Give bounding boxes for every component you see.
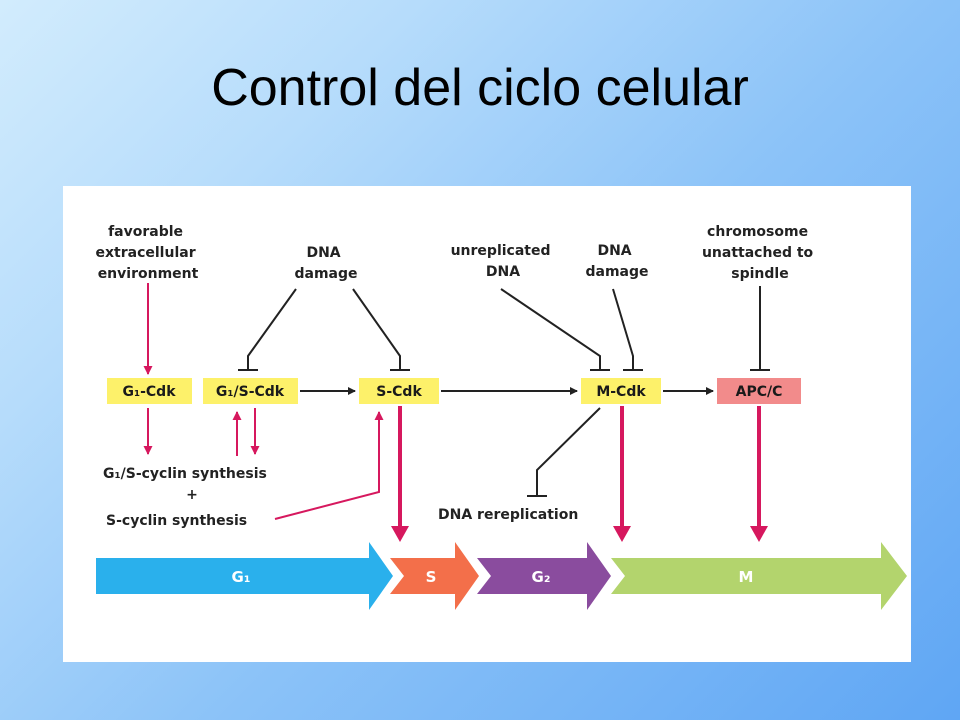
m-cdk-label: M-Cdk (596, 384, 646, 400)
inhibit-g1s-cdk (247, 288, 297, 370)
m-cdk-box (581, 378, 661, 404)
dna-rereplication-label: DNA rereplication (438, 507, 578, 523)
synthesis-arrows (143, 408, 384, 520)
apc-c-label: APC/C (736, 384, 783, 400)
phase-m-arrow (611, 542, 907, 610)
plus-label: + (186, 487, 198, 503)
signal-unreplicated-dna: unreplicated DNA (451, 243, 556, 280)
signal-dna-damage-2: DNA damage (585, 243, 648, 280)
g1s-cdk-box (203, 378, 298, 404)
inhibit-m-cdk-damage (612, 288, 634, 370)
diagram-canvas: favorable extracellular environment DNA … (96, 224, 907, 610)
g1s-cdk-label: G₁/S-Cdk (216, 384, 285, 400)
signal-chromosome-unattached: chromosome unattached to spindle (702, 224, 818, 282)
phase-trigger-arrowheads (391, 526, 768, 542)
slide-title: Control del ciclo celular (211, 59, 749, 117)
phase-g1-label: G₁ (232, 568, 251, 586)
cell-cycle-diagram: favorable extracellular environment DNA … (63, 186, 911, 662)
phase-trigger-arrows (398, 406, 761, 528)
s-cdk-label: S-Cdk (376, 384, 422, 400)
phase-s-arrow (390, 542, 479, 610)
apc-c-box (717, 378, 801, 404)
s-cdk-box (359, 378, 439, 404)
phase-g1-arrow (96, 542, 393, 610)
phase-g2-arrow (477, 542, 611, 610)
g1-cdk-box (107, 378, 192, 404)
s-cyclin-synthesis-label: S-cyclin synthesis (106, 513, 247, 529)
signal-favorable-environment: favorable extracellular environment (96, 224, 201, 282)
inhibit-dna-rereplication (536, 407, 601, 496)
phase-g2-label: G₂ (532, 568, 551, 586)
inhibit-s-cdk (352, 288, 401, 370)
phase-m-label: M (739, 568, 754, 586)
g1-cdk-label: G₁-Cdk (122, 384, 176, 400)
phase-s-label: S (426, 568, 437, 586)
inhibition-lines (238, 286, 770, 497)
signal-dna-damage-1: DNA damage (294, 245, 357, 282)
inhibit-m-cdk-unreplicated (500, 288, 601, 370)
g1s-cyclin-synthesis-label: G₁/S-cyclin synthesis (103, 466, 267, 482)
